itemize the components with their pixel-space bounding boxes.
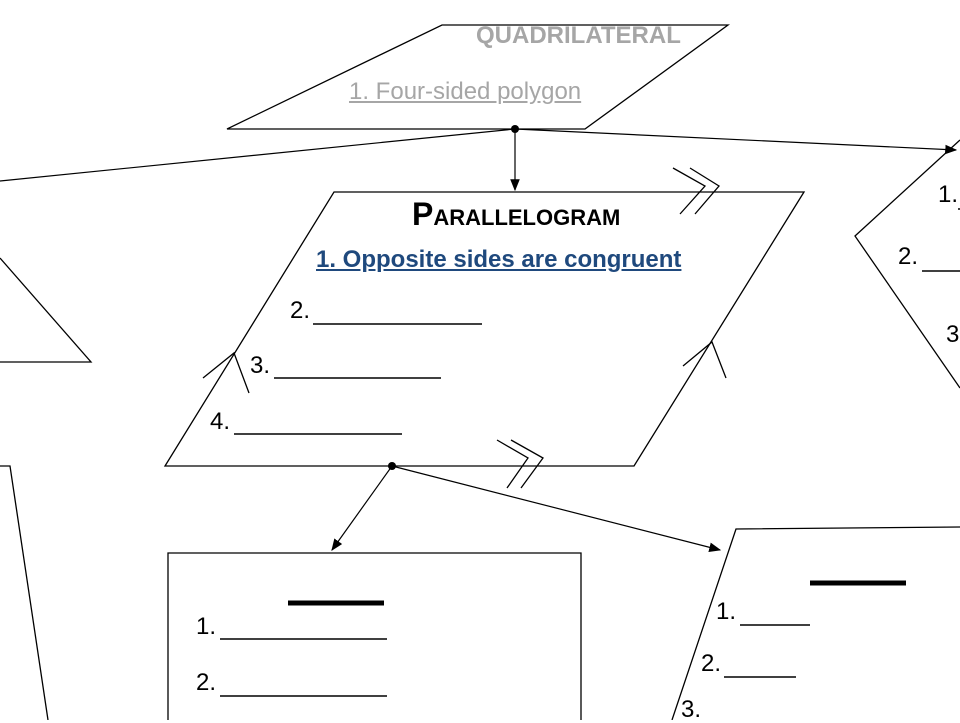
quadrilateral-title: QUADRILATERAL xyxy=(476,22,681,49)
right-side-mark xyxy=(682,340,727,379)
parallelogram-shape xyxy=(163,191,806,467)
parallelogram-item-3: 3. xyxy=(250,352,271,379)
line-to-left-shape xyxy=(0,128,516,182)
left-lower-partial-shape xyxy=(0,465,49,720)
left-side-mark xyxy=(202,351,250,394)
bottom-left-item-1: 1. xyxy=(196,613,217,640)
arrow-to-right-shape xyxy=(514,128,958,155)
quadrilateral-item-1: 1. Four-sided polygon xyxy=(349,78,582,105)
bottom-right-shape xyxy=(671,526,960,720)
bottom-left-box xyxy=(167,552,582,720)
bottom-right-item-2: 2. xyxy=(701,650,722,677)
arrow-to-bottom-right-box xyxy=(391,465,722,552)
parallelogram-item-1: 1. Opposite sides are congruent xyxy=(316,246,682,273)
bottom-right-item-3: 3. xyxy=(681,696,702,723)
arrow-to-bottom-left-box xyxy=(331,465,393,551)
right-item-1: 1. xyxy=(938,181,959,208)
quadrilateral-shape xyxy=(226,24,730,130)
parallelogram-title: Parallelogram xyxy=(412,196,621,232)
right-item-2: 2. xyxy=(898,243,919,270)
bottom-left-item-2: 2. xyxy=(196,669,217,696)
parallelogram-item-4: 4. xyxy=(210,408,231,435)
right-partial-shape xyxy=(854,139,960,389)
bottom-right-item-1: 1. xyxy=(716,598,737,625)
left-partial-shape xyxy=(0,257,93,363)
top-parallel-marks xyxy=(672,167,720,215)
bottom-parallel-marks xyxy=(496,439,544,489)
right-item-3: 3 xyxy=(946,321,960,348)
parallelogram-item-2: 2. xyxy=(290,297,311,324)
